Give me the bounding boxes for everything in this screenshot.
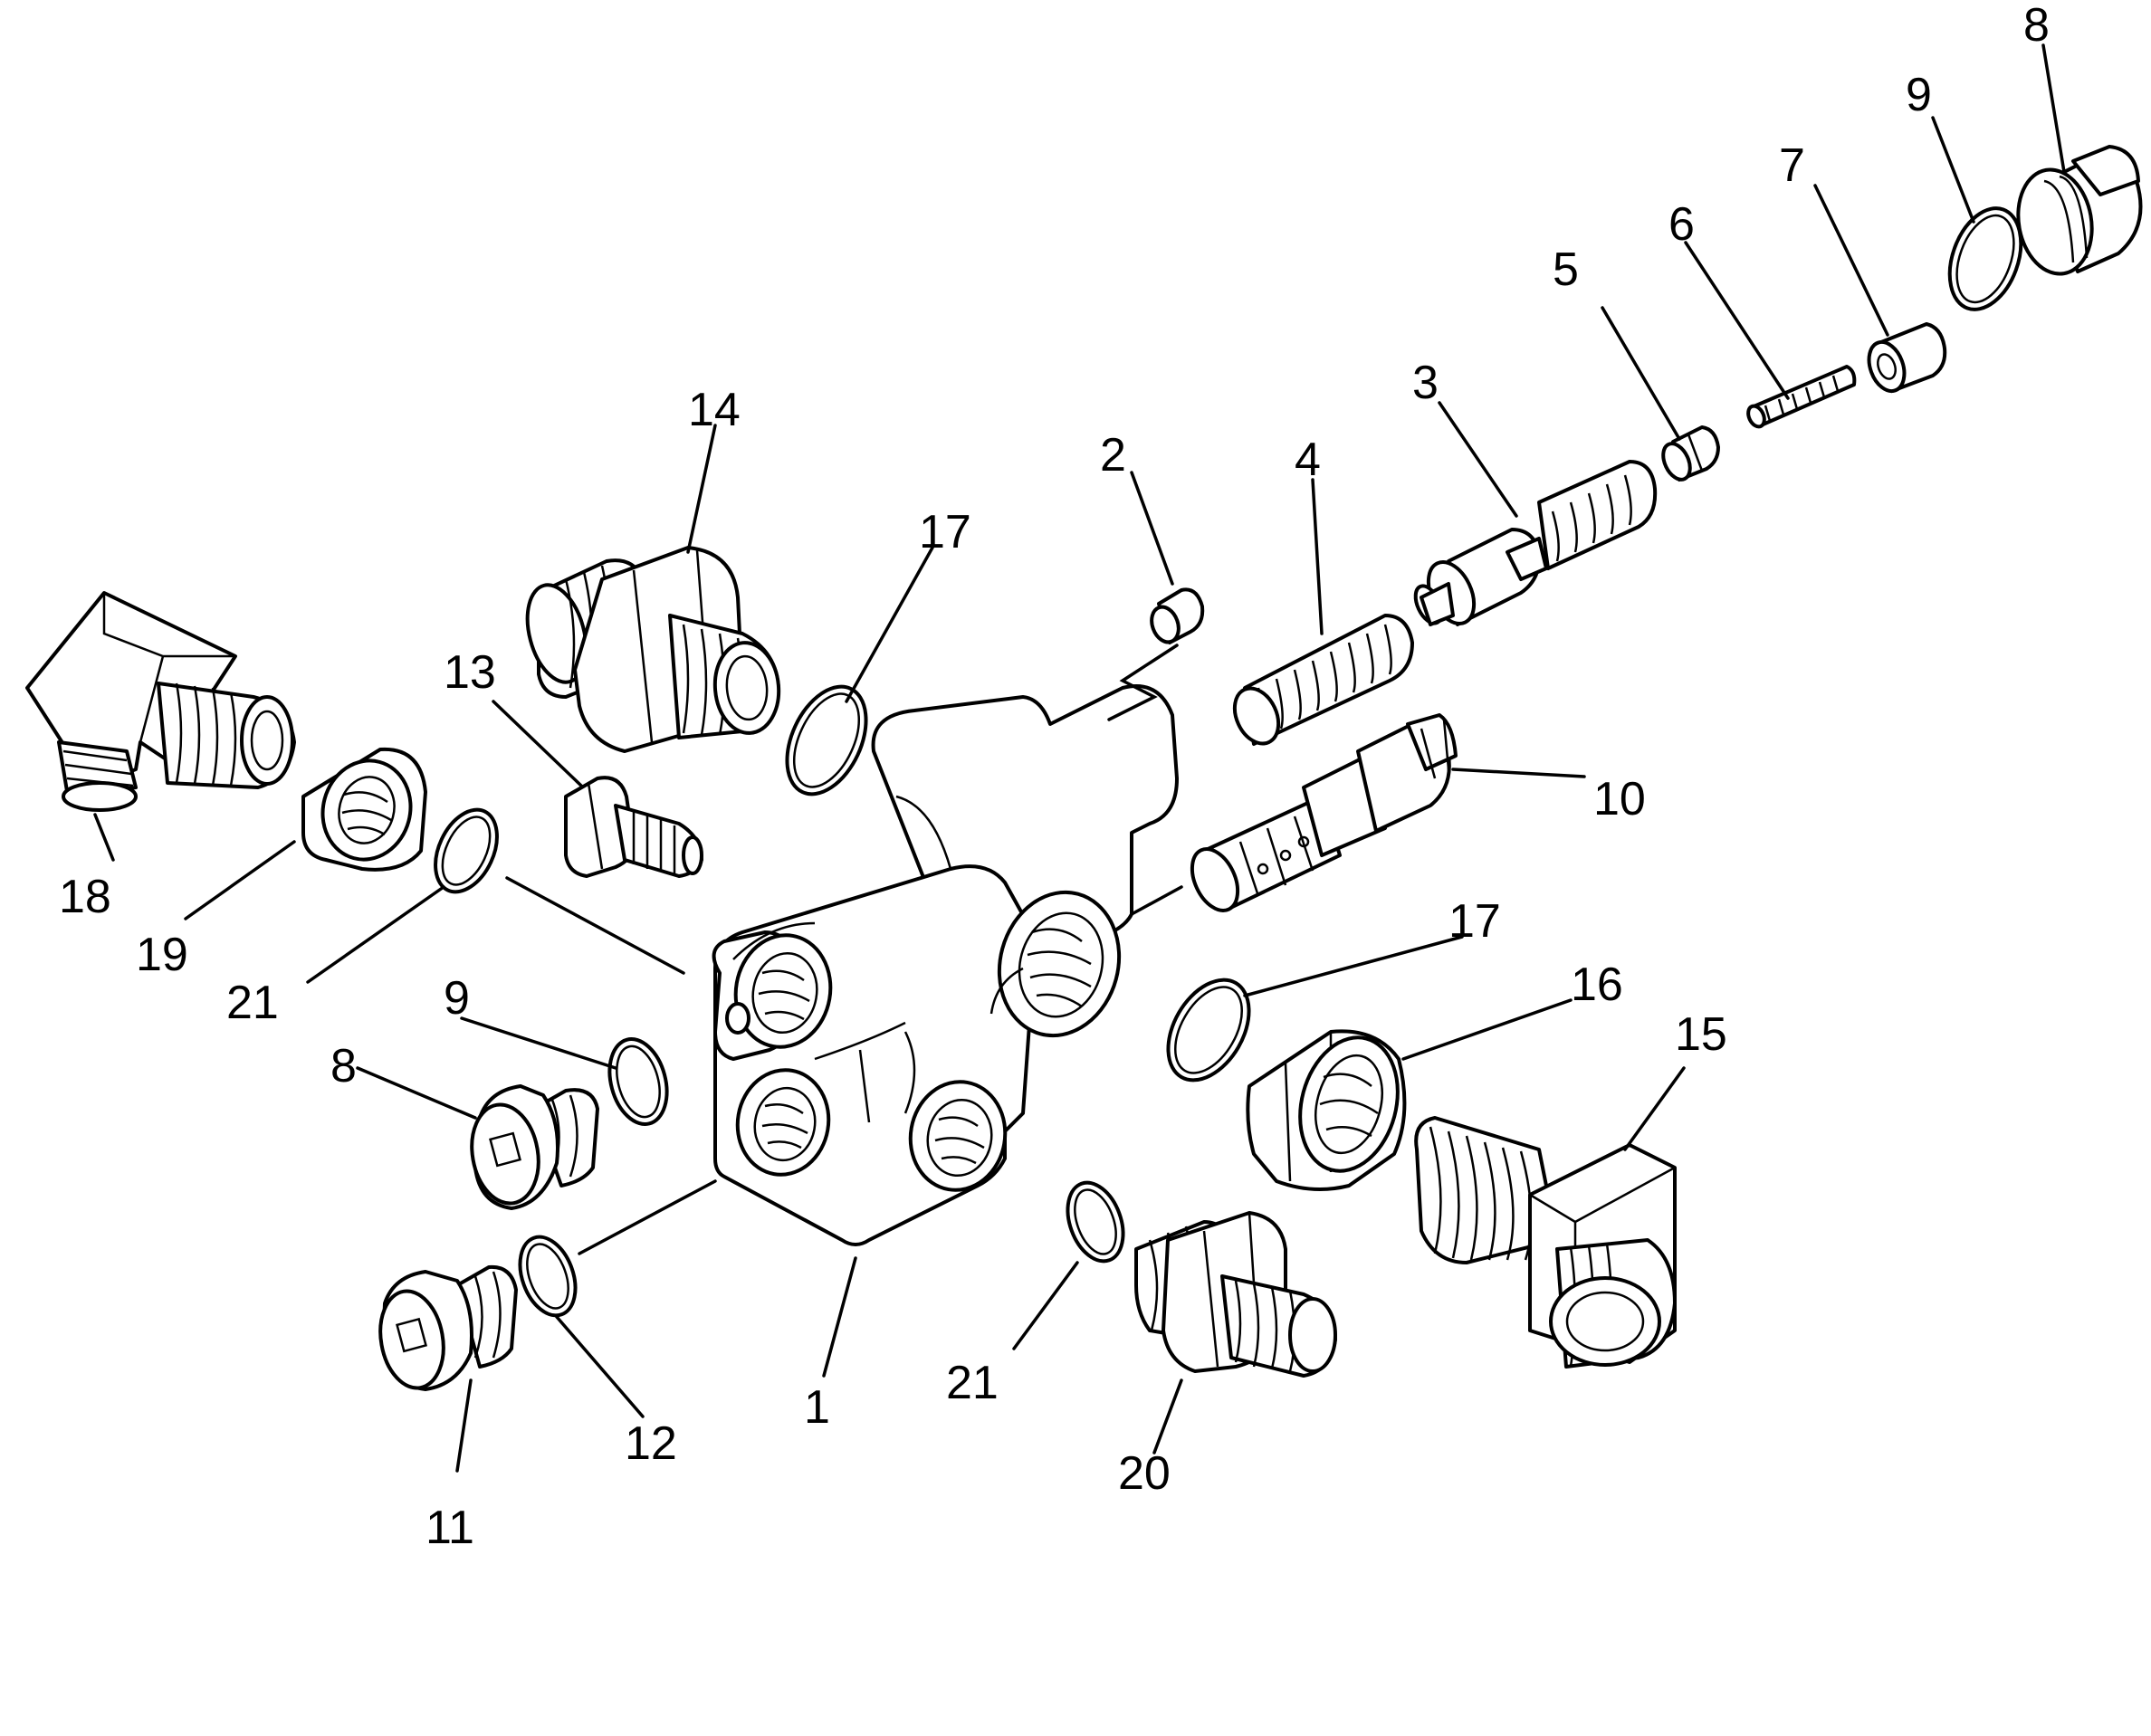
callout-16: 16 [1571,959,1623,1011]
callout-3: 3 [1412,357,1439,409]
callout-10: 10 [1593,773,1646,825]
part-8-plug-lower [470,1084,599,1210]
callout-21-left: 21 [226,977,279,1029]
part-8-plug-top [2016,145,2143,276]
part-9-oring-top [1947,206,2023,311]
part-13-fitting [564,776,703,878]
callout-6: 6 [1668,198,1695,251]
part-3-poppet [1413,460,1658,626]
part-17-oring-lower [1166,978,1251,1083]
callout-15: 15 [1675,1008,1727,1061]
callout-labels: 1 2 3 4 5 6 7 8 8 9 9 10 11 12 13 14 15 … [59,0,2050,1554]
callout-9-lower: 9 [444,972,470,1025]
callout-13: 13 [444,646,496,699]
callout-17-upper: 17 [919,506,971,558]
callout-20: 20 [1118,1447,1171,1500]
callout-19: 19 [136,929,188,981]
callout-1: 1 [804,1381,830,1434]
part-5-cap [1661,425,1720,482]
callout-7: 7 [1779,139,1805,192]
callout-2: 2 [1100,429,1126,482]
part-6-small-spring [1746,365,1857,429]
callout-14: 14 [688,384,741,436]
part-7-spacer [1867,322,1947,394]
callout-12: 12 [625,1417,677,1470]
callout-9-top: 9 [1906,69,1932,121]
part-21-oring-left [434,807,685,975]
part-16-nut [1246,1029,1407,1191]
part-4-spring [1232,614,1414,746]
part-10-cartridge [1190,713,1458,912]
callout-5: 5 [1553,243,1579,296]
leader-lines [93,43,2066,1473]
part-14-adapter [525,546,781,753]
part-18-elbow [25,591,296,812]
callout-18: 18 [59,871,111,923]
callout-8-lower: 8 [330,1040,357,1092]
part-2-small-plug [1107,587,1205,721]
callout-21-lower: 21 [946,1357,999,1409]
part-11-plug [378,1264,518,1391]
part-9-oring-lower [607,1036,669,1127]
callout-11: 11 [425,1502,474,1554]
callout-8-top: 8 [2023,0,2050,52]
part-21-oring-lower [1066,1180,1125,1264]
part-1-valve-body [712,684,1179,1246]
callout-17-lower: 17 [1448,895,1501,948]
part-12-oring [518,1179,717,1318]
part-15-elbow [1414,1116,1677,1369]
part-20-adapter [1134,1211,1337,1378]
part-19-nut [301,747,427,872]
callout-4: 4 [1295,434,1321,486]
part-17-oring-upper [785,684,868,796]
